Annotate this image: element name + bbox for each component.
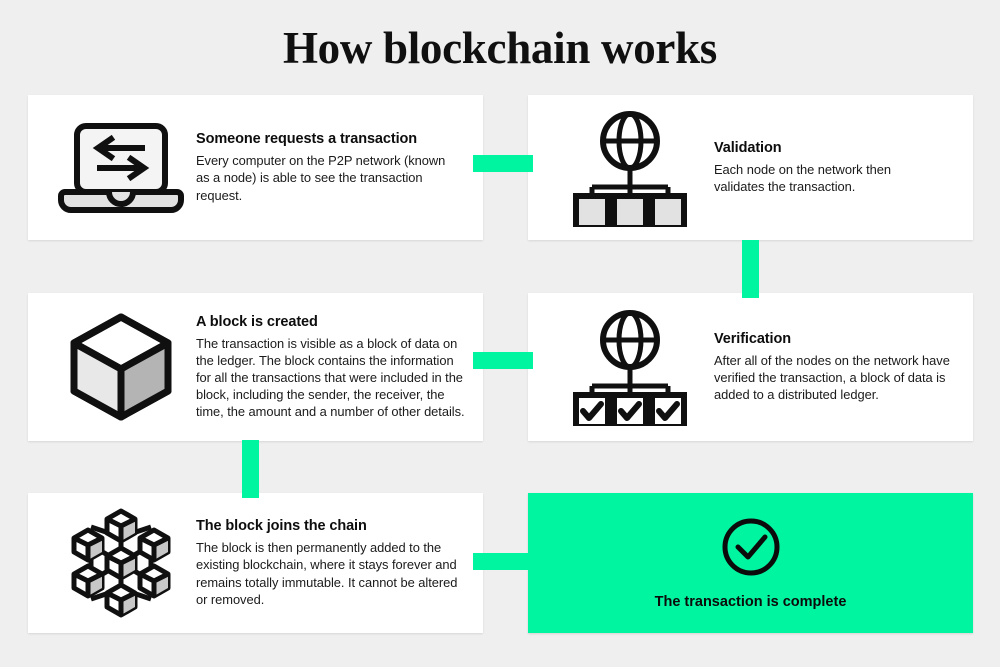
step-card-4: Verification After all of the nodes on t… [528, 293, 973, 441]
step-card-3-body: The transaction is visible as a block of… [196, 335, 465, 420]
step-card-4-body: After all of the nodes on the network ha… [714, 352, 950, 403]
step-card-2-body: Each node on the network then validates … [714, 161, 891, 194]
globe-network-verified-icon [546, 308, 714, 426]
step-card-1-text: Someone requests a transaction Every com… [196, 131, 467, 203]
step-card-4-text: Verification After all of the nodes on t… [714, 331, 957, 403]
globe-network-icon [546, 109, 714, 227]
step-card-2-title: Validation [714, 139, 782, 156]
step-card-2: Validation Each node on the network then… [528, 95, 973, 240]
cube-block-icon [46, 311, 196, 423]
final-card-inner: The transaction is complete [528, 516, 973, 610]
final-card: The transaction is complete [528, 493, 973, 633]
step-card-3-text: A block is created The transaction is vi… [196, 314, 467, 421]
connector-step1-to-step2 [473, 155, 533, 172]
page-title: How blockchain works [282, 23, 718, 73]
connector-step4-to-step3 [473, 352, 533, 369]
check-circle-icon [720, 516, 782, 578]
step-card-4-title: Verification [714, 330, 791, 347]
final-card-label: The transaction is complete [654, 594, 847, 610]
cube-chain-network-icon [46, 503, 196, 623]
step-card-2-text: Validation Each node on the network then… [714, 140, 957, 195]
step-card-3: A block is created The transaction is vi… [28, 293, 483, 441]
step-card-5-title: The block joins the chain [196, 518, 367, 535]
connector-step3-to-step5 [242, 440, 259, 498]
step-card-5-body: The block is then permanently added to t… [196, 540, 458, 607]
step-card-3-title: A block is created [196, 313, 318, 330]
connector-step2-to-step4 [742, 240, 759, 298]
step-card-1-title: Someone requests a transaction [196, 131, 418, 148]
step-card-1: Someone requests a transaction Every com… [28, 95, 483, 240]
step-card-5-text: The block joins the chain The block is t… [196, 518, 467, 608]
step-card-1-body: Every computer on the P2P network (known… [196, 153, 446, 203]
step-card-5: The block joins the chain The block is t… [28, 493, 483, 633]
laptop-exchange-icon [46, 118, 196, 218]
connector-step5-to-final [473, 553, 543, 570]
